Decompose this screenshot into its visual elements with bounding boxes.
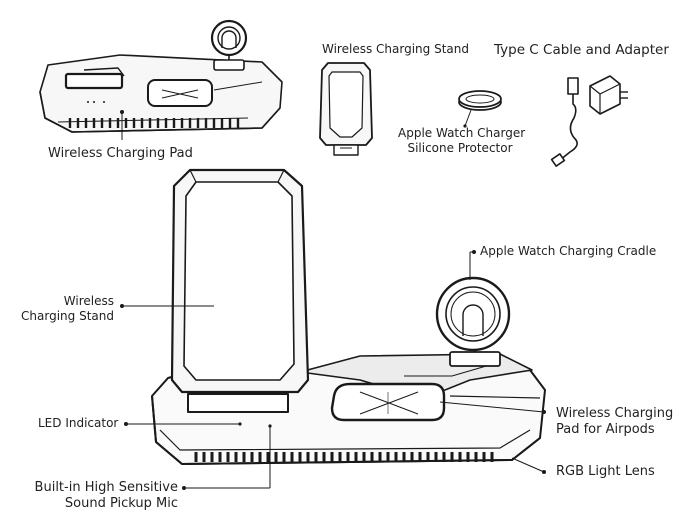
main-watch-cradle <box>437 278 509 366</box>
label-wireless-charging-pad: Wireless Charging Pad <box>48 146 193 162</box>
label-airpods-pad: Wireless Charging Pad for Airpods <box>556 406 673 439</box>
cable-and-adapter <box>552 76 628 166</box>
silicone-protector <box>459 91 501 110</box>
main-phone-stand <box>172 170 308 412</box>
main-airpods-pad <box>332 384 444 420</box>
label-mic-line1: Built-in High Sensitive <box>14 480 178 496</box>
label-mic: Built-in High Sensitive Sound Pickup Mic <box>14 480 178 513</box>
label-apple-watch-protector-line1: Apple Watch Charger <box>398 126 522 141</box>
label-rgb-lens: RGB Light Lens <box>556 464 655 480</box>
label-mic-line2: Sound Pickup Mic <box>14 496 178 512</box>
label-wireless-charging-stand-top: Wireless Charging Stand <box>322 42 469 57</box>
small-charging-pad <box>40 21 282 132</box>
label-led-indicator: LED Indicator <box>38 416 118 431</box>
label-apple-watch-protector-line2: Silicone Protector <box>398 141 522 156</box>
standalone-stand <box>320 63 372 155</box>
label-wireless-stand-line1: Wireless <box>10 294 114 309</box>
label-airpods-pad-line1: Wireless Charging <box>556 406 673 422</box>
label-wireless-stand-line2: Charging Stand <box>10 309 114 324</box>
label-airpods-pad-line2: Pad for Airpods <box>556 422 673 438</box>
label-wireless-stand: Wireless Charging Stand <box>10 294 114 324</box>
protector-leader <box>465 110 471 126</box>
label-apple-watch-protector: Apple Watch Charger Silicone Protector <box>398 126 522 156</box>
label-type-c-cable: Type C Cable and Adapter <box>494 42 669 59</box>
label-apple-watch-cradle: Apple Watch Charging Cradle <box>480 244 656 259</box>
